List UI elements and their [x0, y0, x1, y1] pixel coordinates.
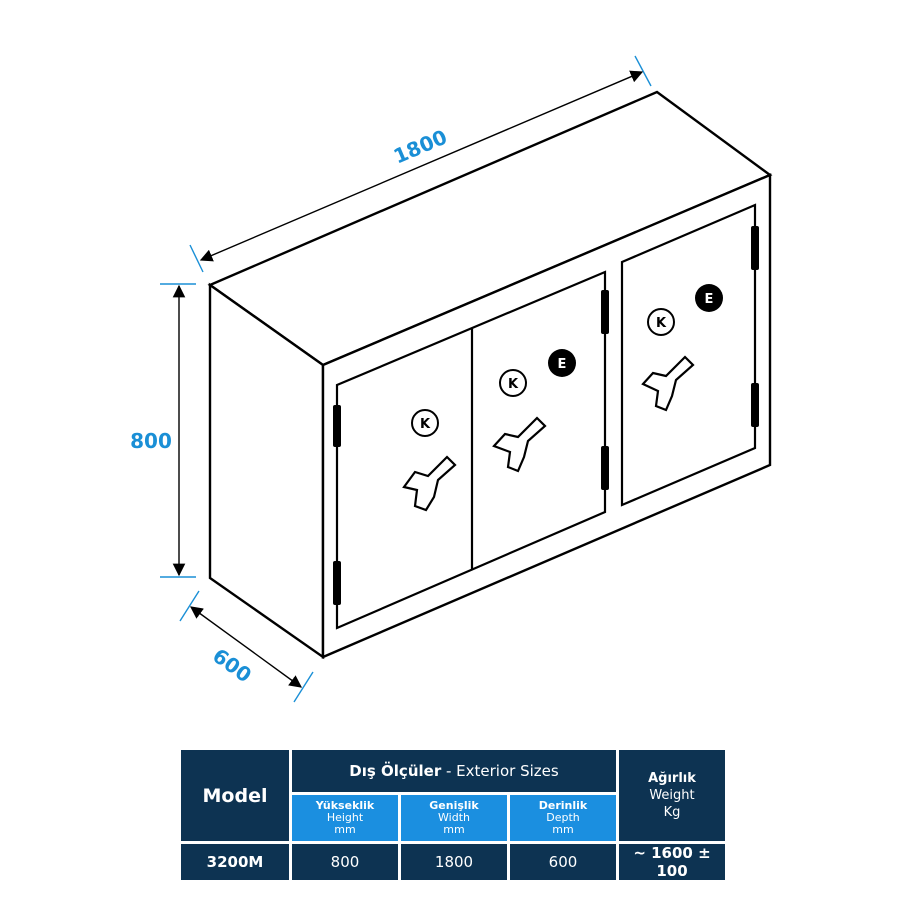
- dimension-tick: [179, 590, 200, 622]
- weight-cell: ~ 1600 ± 100: [619, 844, 725, 880]
- hinge-icon: [333, 405, 341, 447]
- weight-unit: Kg: [663, 805, 681, 820]
- right-door-locks: K E: [641, 284, 723, 412]
- column-header-tr: Derinlik: [538, 799, 588, 812]
- model-cell: 3200M: [181, 844, 289, 880]
- exterior-sizes-header: Dış Ölçüler - Exterior Sizes: [292, 750, 616, 792]
- exterior-sizes-en: Exterior Sizes: [456, 762, 559, 780]
- left-door-locks: K: [402, 409, 457, 512]
- height-column-header: Yükseklik Height mm: [292, 795, 398, 841]
- exterior-sizes-tr: Dış Ölçüler: [349, 762, 442, 780]
- electronic-lock-icon: E: [548, 349, 576, 377]
- weight-header: Ağırlık Weight Kg: [619, 750, 725, 841]
- hinge-icon: [333, 561, 341, 605]
- hinge-icon: [601, 446, 609, 490]
- electronic-lock-icon: E: [695, 284, 723, 312]
- dimension-tick: [189, 244, 204, 273]
- dimension-tick: [293, 671, 314, 703]
- column-header-tr: Yükseklik: [315, 799, 375, 812]
- width-column-header: Genişlik Width mm: [401, 795, 507, 841]
- column-header-en: Width: [438, 811, 470, 824]
- hinges: [333, 226, 759, 605]
- hinge-icon: [601, 290, 609, 334]
- width-label: 1800: [390, 125, 451, 169]
- dimension-tick: [634, 55, 652, 87]
- height-dimension: 800: [130, 283, 196, 578]
- safe-isometric-drawing: K K E K E 1800 8: [130, 55, 773, 703]
- electronic-lock-label: E: [558, 357, 567, 372]
- spec-table: Model Dış Ölçüler - Exterior Sizes Ağırl…: [178, 747, 728, 883]
- electronic-lock-label: E: [705, 292, 714, 307]
- column-header-unit: mm: [443, 823, 465, 836]
- weight-header-tr: Ağırlık: [648, 771, 696, 786]
- column-header-tr: Genişlik: [429, 799, 479, 812]
- tri-spoke-handle-icon: [402, 455, 457, 512]
- hinge-icon: [751, 226, 759, 270]
- key-lock-icon: K: [411, 409, 439, 437]
- column-header-en: Depth: [546, 811, 580, 824]
- height-cell: 800: [292, 844, 398, 880]
- middle-door-locks: K E: [492, 349, 576, 473]
- column-header-unit: mm: [334, 823, 356, 836]
- key-lock-icon: K: [499, 369, 527, 397]
- weight-header-en: Weight: [649, 788, 695, 803]
- width-arrow: [199, 70, 644, 262]
- width-cell: 1800: [401, 844, 507, 880]
- depth-arrow: [189, 606, 303, 688]
- model-header: Model: [181, 750, 289, 841]
- depth-cell: 600: [510, 844, 616, 880]
- key-lock-label: K: [420, 417, 431, 432]
- safe-body: [207, 90, 773, 660]
- double-door-frame: [335, 270, 607, 630]
- height-label: 800: [130, 429, 172, 453]
- tri-spoke-handle-icon: [641, 355, 695, 412]
- tri-spoke-handle-icon: [492, 416, 547, 473]
- hinge-icon: [751, 383, 759, 427]
- key-lock-label: K: [508, 377, 519, 392]
- table-row: 3200M 800 1800 600 ~ 1600 ± 100: [181, 844, 725, 880]
- column-header-en: Height: [326, 811, 364, 824]
- right-door-frame: [620, 203, 757, 507]
- exterior-sizes-sep: -: [441, 762, 457, 780]
- column-header-unit: mm: [552, 823, 574, 836]
- depth-column-header: Derinlik Depth mm: [510, 795, 616, 841]
- key-lock-label: K: [656, 316, 667, 331]
- key-lock-icon: K: [647, 308, 675, 336]
